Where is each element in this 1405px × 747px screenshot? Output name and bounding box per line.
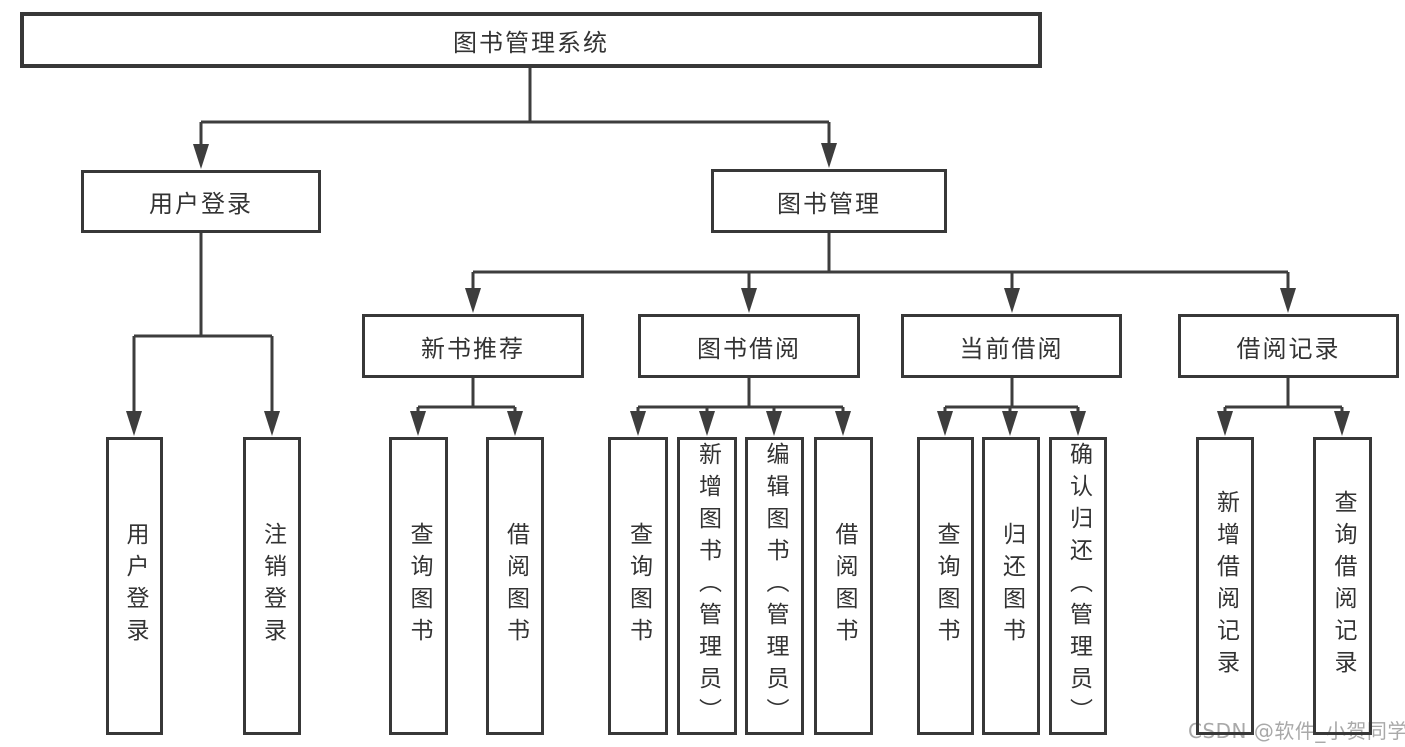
connector-line xyxy=(943,378,1080,413)
arrow-icon xyxy=(410,411,426,436)
connector-borrow-records xyxy=(1217,378,1350,436)
node-library-management-system: 图书管理系统 xyxy=(20,12,1042,68)
arrow-icon xyxy=(1217,411,1233,436)
connector-line xyxy=(199,68,831,146)
arrow-icon xyxy=(1002,411,1018,436)
connector-line xyxy=(636,378,845,413)
connector-new-book-recommend xyxy=(410,378,523,436)
node-borrow-add-books-admin: 新增图书（管理员） xyxy=(677,437,737,735)
node-current-query-books: 查询图书 xyxy=(917,437,974,735)
arrow-icon xyxy=(835,411,851,436)
connector-root xyxy=(193,68,837,169)
node-login: 用户登录 xyxy=(106,437,163,735)
node-borrow-edit-books-admin: 编辑图书（管理员） xyxy=(745,437,804,735)
node-user-login: 用户登录 xyxy=(81,170,321,233)
connector-current-borrow xyxy=(937,378,1086,436)
connector-book-management xyxy=(465,233,1296,313)
node-book-borrow: 图书借阅 xyxy=(638,314,860,378)
node-logout: 注销登录 xyxy=(243,437,301,735)
arrow-icon xyxy=(1280,288,1296,313)
arrow-icon xyxy=(465,288,481,313)
connector-line xyxy=(416,378,517,413)
node-book-management: 图书管理 xyxy=(711,169,947,233)
node-borrow-query-books: 查询图书 xyxy=(608,437,668,735)
node-current-return-books: 归还图书 xyxy=(982,437,1040,735)
arrow-icon xyxy=(699,411,715,436)
connector-user-login xyxy=(126,233,280,436)
arrow-icon xyxy=(741,288,757,313)
connector-line xyxy=(471,233,1290,290)
node-borrow-borrow-books: 借阅图书 xyxy=(814,437,873,735)
node-current-confirm-return-admin: 确认归还（管理员） xyxy=(1049,437,1107,735)
connector-line xyxy=(1223,378,1344,413)
arrow-icon xyxy=(1004,288,1020,313)
node-new-book-recommend: 新书推荐 xyxy=(362,314,584,378)
node-recommend-query-books: 查询图书 xyxy=(389,437,448,735)
node-records-query-record: 查询借阅记录 xyxy=(1313,437,1372,735)
node-current-borrow: 当前借阅 xyxy=(901,314,1122,378)
connector-line xyxy=(132,233,274,412)
arrow-icon xyxy=(766,411,782,436)
node-records-add-record: 新增借阅记录 xyxy=(1196,437,1254,735)
arrow-icon xyxy=(193,144,209,169)
arrow-icon xyxy=(630,411,646,436)
node-recommend-borrow-books: 借阅图书 xyxy=(486,437,544,735)
arrow-icon xyxy=(507,411,523,436)
arrow-icon xyxy=(1070,411,1086,436)
connector-book-borrow xyxy=(630,378,851,436)
arrow-icon xyxy=(1334,411,1350,436)
arrow-icon xyxy=(821,143,837,168)
node-borrow-records: 借阅记录 xyxy=(1178,314,1399,378)
arrow-icon xyxy=(937,411,953,436)
arrow-icon xyxy=(264,411,280,436)
csdn-watermark: CSDN @软件_小贺同学 xyxy=(1188,719,1405,743)
arrow-icon xyxy=(126,411,142,436)
